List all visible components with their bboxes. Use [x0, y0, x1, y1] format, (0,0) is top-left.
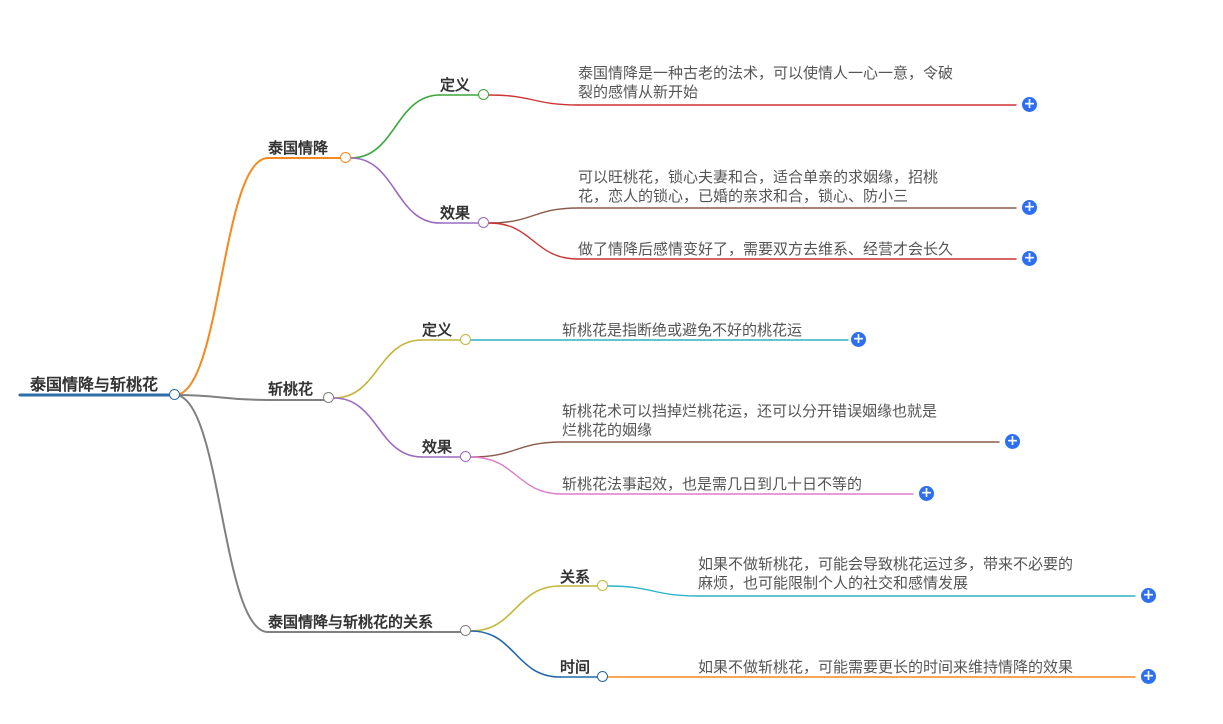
- topic-time[interactable]: 时间: [560, 658, 591, 676]
- leaf-text: 可以旺桃花，锁心夫妻和合，适合单亲的求姻缘，招桃 花，恋人的锁心，已婚的亲求和合…: [578, 168, 939, 205]
- topic-node-dot[interactable]: [597, 580, 608, 591]
- topic-node-dot[interactable]: [460, 451, 471, 462]
- topic-effect[interactable]: 效果: [440, 204, 471, 222]
- topic-node-dot[interactable]: [478, 89, 489, 100]
- leaf-text: 如果不做斩桃花，可能会导致桃花运过多，带来不必要的 麻烦，也可能限制个人的社交和…: [698, 555, 1074, 592]
- plus-circle-icon[interactable]: +: [851, 331, 866, 347]
- branch-zhan-taohua[interactable]: 斩桃花: [268, 380, 314, 398]
- plus-circle-icon[interactable]: +: [1022, 250, 1037, 266]
- branch-connector: [174, 394, 269, 401]
- branch-connector: [174, 394, 269, 633]
- connector-line: [470, 585, 561, 632]
- connector-line: [488, 207, 579, 224]
- topic-definition[interactable]: 定义: [422, 321, 453, 339]
- root-topic[interactable]: 泰国情降与斩桃花: [30, 375, 159, 394]
- leaf-text: 斩桃花是指断绝或避免不好的桃花运: [562, 321, 803, 339]
- root-node-dot[interactable]: [169, 389, 180, 400]
- connector-line: [488, 94, 579, 106]
- topic-node-dot[interactable]: [597, 671, 608, 682]
- connector-line: [470, 441, 563, 458]
- connector-line: [350, 94, 441, 159]
- plus-circle-icon[interactable]: +: [1141, 587, 1156, 603]
- connector-line: [333, 397, 423, 458]
- leaf-text: 泰国情降是一种古老的法术，可以使情人一心一意，令破 裂的感情从新开始: [578, 64, 954, 101]
- branch-connector: [174, 157, 269, 396]
- branch-taiguo-qingjiang[interactable]: 泰国情降: [268, 139, 329, 157]
- topic-node-dot[interactable]: [460, 334, 471, 345]
- topic-relation[interactable]: 关系: [560, 568, 591, 586]
- connector-line: [470, 456, 563, 495]
- connector-line: [333, 339, 423, 399]
- connector-line: [488, 222, 579, 260]
- leaf-text: 斩桃花术可以挡掉烂桃花运，还可以分开错误姻缘也就是 烂桃花的姻缘: [562, 402, 938, 439]
- leaf-text: 如果不做斩桃花，可能需要更长的时间来维持情降的效果: [698, 658, 1074, 676]
- plus-circle-icon[interactable]: +: [1005, 433, 1020, 449]
- leaf-text: 做了情降后感情变好了，需要双方去维系、经营才会长久: [578, 240, 954, 258]
- connector-line: [350, 157, 441, 224]
- connector-line: [470, 630, 561, 678]
- plus-circle-icon[interactable]: +: [919, 485, 934, 501]
- connector-line: [607, 585, 699, 597]
- leaf-text: 斩桃花法事起效，也是需几日到几十日不等的: [562, 475, 863, 493]
- topic-definition[interactable]: 定义: [440, 76, 471, 94]
- branch-node-dot[interactable]: [460, 625, 471, 636]
- plus-circle-icon[interactable]: +: [1022, 96, 1037, 112]
- branch-node-dot[interactable]: [323, 392, 334, 403]
- branch-relationship[interactable]: 泰国情降与斩桃花的关系: [268, 613, 434, 631]
- branch-node-dot[interactable]: [340, 152, 351, 163]
- topic-node-dot[interactable]: [478, 217, 489, 228]
- topic-effect[interactable]: 效果: [422, 438, 453, 456]
- plus-circle-icon[interactable]: +: [1022, 199, 1037, 215]
- plus-circle-icon[interactable]: +: [1141, 668, 1156, 684]
